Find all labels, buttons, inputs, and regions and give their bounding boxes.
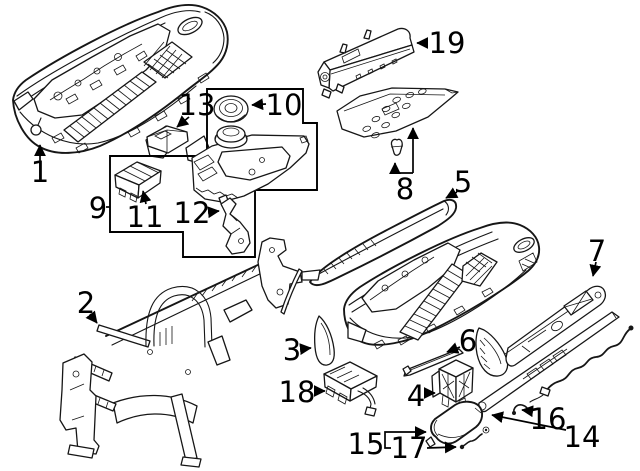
callout-6-leader	[446, 342, 461, 354]
callout-5-leader	[445, 187, 459, 199]
callout-3-number: 3	[283, 333, 301, 367]
control-module-illustration	[323, 361, 378, 417]
callout-13-leader	[176, 115, 190, 128]
callout-16-number: 16	[530, 402, 567, 436]
callout-10-leader	[251, 98, 267, 111]
callout-15[interactable]: 15	[348, 426, 427, 461]
callout-8[interactable]: 8	[389, 127, 419, 206]
callout-6[interactable]: 6	[446, 324, 477, 358]
insulator-panel-illustration	[336, 87, 459, 156]
callout-17-number: 17	[391, 431, 428, 465]
crossmember-illustration	[59, 237, 321, 468]
cable-illustration	[459, 426, 490, 450]
callout-1[interactable]: 1	[31, 144, 49, 189]
callout-12[interactable]: 12	[174, 196, 220, 230]
callout-2-number: 2	[77, 286, 95, 320]
group-box-outline	[109, 88, 318, 258]
callout-14[interactable]: 14	[491, 411, 601, 454]
callout-13[interactable]: 13	[176, 88, 216, 128]
callout-8-leader-2	[389, 162, 413, 175]
callout-12-number: 12	[174, 196, 211, 230]
trim-strip-illustration	[402, 348, 464, 377]
callout-3[interactable]: 3	[283, 333, 312, 367]
lower-trim-panel-illustration	[475, 285, 607, 377]
callout-13-number: 13	[179, 88, 216, 122]
callout-7[interactable]: 7	[588, 234, 606, 277]
speaker-grille-illustration	[213, 95, 249, 123]
callout-10[interactable]: 10	[251, 88, 303, 122]
bracket-illustration	[220, 197, 251, 255]
callout-12-leader	[207, 206, 220, 219]
callout-18[interactable]: 18	[279, 375, 326, 409]
callout-17-leader	[426, 441, 457, 454]
callout-19[interactable]: 19	[416, 26, 466, 60]
callout-7-leader	[589, 261, 602, 277]
lamp-module-illustration	[146, 125, 189, 154]
callout-5-number: 5	[454, 165, 472, 199]
callout-11[interactable]: 11	[127, 190, 164, 234]
wiring-harness-illustration	[512, 325, 634, 415]
callout-7-number: 7	[588, 234, 606, 268]
callout-18-number: 18	[279, 375, 316, 409]
callout-4-number: 4	[407, 379, 425, 413]
callout-16-leader	[521, 405, 534, 418]
instrument-panel-lower-illustration	[343, 221, 541, 350]
callout-9[interactable]: 9	[89, 191, 110, 225]
callout-2-leader	[85, 310, 98, 324]
pillar-trim-illustration	[313, 315, 335, 366]
top-cover-panel-illustration	[309, 198, 458, 287]
callout-1-number: 1	[31, 155, 49, 189]
callout-17[interactable]: 17	[391, 431, 457, 465]
callout-2[interactable]: 2	[77, 286, 98, 324]
center-console-illustration	[191, 125, 310, 207]
callout-9-number: 9	[89, 191, 107, 225]
callout-15-leader	[384, 426, 427, 449]
callout-4[interactable]: 4	[407, 379, 436, 413]
callout-5[interactable]: 5	[445, 165, 472, 199]
callout-16[interactable]: 16	[521, 402, 567, 436]
callout-8-number: 8	[396, 172, 414, 206]
trim-rod-illustration	[280, 268, 303, 315]
upper-panel-illustration	[317, 27, 415, 99]
callout-19-number: 19	[429, 26, 466, 60]
callout-14-leader	[491, 411, 567, 431]
callout-14-number: 14	[564, 420, 601, 454]
callout-3-leader	[299, 343, 312, 356]
callout-10-number: 10	[266, 88, 303, 122]
callout-11-leader	[139, 190, 152, 205]
callout-6-number: 6	[459, 324, 477, 358]
callout-15-number: 15	[348, 427, 385, 461]
callout-11-number: 11	[127, 200, 164, 234]
